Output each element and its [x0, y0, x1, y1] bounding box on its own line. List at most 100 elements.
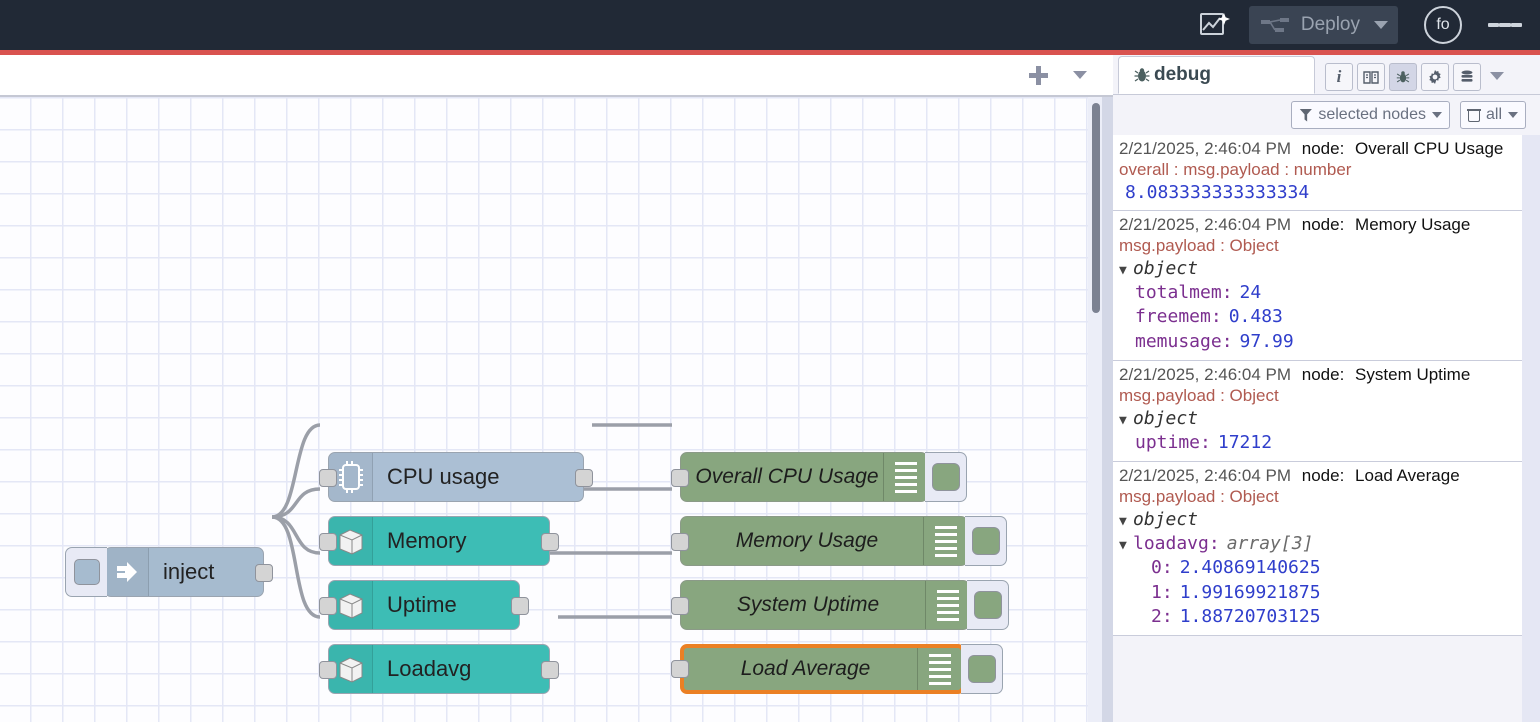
menu-bar [1499, 23, 1510, 27]
node-label: Overall CPU Usage [681, 465, 883, 489]
node-input-port[interactable] [671, 597, 689, 615]
debug-enable-toggle[interactable] [925, 452, 967, 502]
sidebar-tab-buttons: i [1325, 63, 1509, 94]
node-input-port[interactable] [319, 597, 337, 615]
debug-enable-toggle[interactable] [965, 516, 1007, 566]
debug-clear-label: all [1486, 106, 1502, 124]
inject-trigger-button[interactable] [65, 547, 107, 597]
node-label: Loadavg [387, 656, 471, 682]
debug-entry-overall-cpu[interactable]: 2/21/2025, 2:46:04 PM node: Overall CPU … [1113, 135, 1522, 211]
deploy-button[interactable]: Deploy [1249, 6, 1398, 44]
debug-clear-button[interactable]: all [1460, 101, 1526, 129]
debug-entry-load-average[interactable]: 2/21/2025, 2:46:04 PM node: Load Average… [1113, 462, 1522, 636]
entry-topic: overall : msg.payload : number [1119, 159, 1516, 180]
node-input-port[interactable] [671, 660, 689, 678]
object-root-row[interactable]: ▼ object [1119, 257, 1516, 281]
expand-toggle-icon[interactable]: ▼ [1119, 537, 1133, 555]
node-output-port[interactable] [541, 533, 559, 551]
node-cpu-usage[interactable]: CPU usage [328, 452, 584, 502]
panel-divider[interactable] [1102, 97, 1113, 722]
entry-timestamp: 2/21/2025, 2:46:04 PM [1119, 365, 1291, 384]
info-icon[interactable]: i [1325, 63, 1353, 91]
object-label: object [1133, 257, 1198, 281]
object-root-row[interactable]: ▼ object [1119, 407, 1516, 431]
object-label: object [1133, 508, 1198, 532]
property-value: 17212 [1218, 431, 1272, 455]
node-input-port[interactable] [319, 533, 337, 551]
expand-toggle-icon[interactable]: ▼ [1119, 412, 1133, 430]
debug-toggle-square [972, 527, 1000, 555]
entry-node-name: Memory Usage [1355, 215, 1470, 234]
node-debug-system-uptime[interactable]: System Uptime [680, 580, 970, 630]
item-index: 1 [1151, 581, 1162, 605]
node-loadavg[interactable]: Loadavg [328, 644, 550, 694]
node-output-port[interactable] [511, 597, 529, 615]
expand-toggle-icon[interactable]: ▼ [1119, 262, 1133, 280]
node-output-port[interactable] [575, 469, 593, 487]
array-item: 2: 1.88720703125 [1119, 605, 1516, 629]
entry-header: 2/21/2025, 2:46:04 PM node: System Uptim… [1119, 365, 1516, 385]
node-output-port[interactable] [541, 661, 559, 679]
node-input-port[interactable] [319, 469, 337, 487]
item-value: 2.40869140625 [1180, 556, 1321, 580]
menu-bar [1511, 23, 1522, 27]
entry-node-prefix: node: [1302, 215, 1345, 234]
debug-toggle-square [968, 655, 996, 683]
node-input-port[interactable] [671, 533, 689, 551]
node-memory[interactable]: Memory [328, 516, 550, 566]
avatar[interactable]: fo [1424, 6, 1462, 44]
property-key: freemem [1135, 305, 1211, 329]
ai-sparkle-icon[interactable] [1193, 8, 1237, 42]
debug-entry-memory-usage[interactable]: 2/21/2025, 2:46:04 PM node: Memory Usage… [1113, 211, 1522, 361]
entry-node-name: Overall CPU Usage [1355, 139, 1503, 158]
object-root-row[interactable]: ▼ object [1119, 508, 1516, 532]
hamburger-menu-icon[interactable] [1488, 19, 1522, 31]
scrollbar-thumb[interactable] [1092, 103, 1100, 313]
property-key: totalmem [1135, 281, 1222, 305]
chevron-down-icon[interactable] [1374, 21, 1388, 29]
item-index: 2 [1151, 605, 1162, 629]
menu-bar [1488, 23, 1499, 27]
node-debug-overall-cpu-usage[interactable]: Overall CPU Usage [680, 452, 928, 502]
tab-debug[interactable]: debug [1118, 56, 1315, 94]
debug-message-list[interactable]: 2/21/2025, 2:46:04 PM node: Overall CPU … [1113, 135, 1540, 722]
node-input-port[interactable] [671, 469, 689, 487]
flow-menu-button[interactable] [1063, 60, 1097, 90]
database-icon[interactable] [1453, 63, 1481, 91]
property-value: 24 [1240, 281, 1262, 305]
debug-enable-toggle[interactable] [961, 644, 1003, 694]
canvas-vertical-scrollbar[interactable] [1088, 97, 1102, 722]
entry-header: 2/21/2025, 2:46:04 PM node: Memory Usage [1119, 215, 1516, 235]
bug-icon[interactable] [1389, 63, 1417, 91]
node-debug-memory-usage[interactable]: Memory Usage [680, 516, 968, 566]
debug-list-scrollbar[interactable] [1522, 135, 1540, 722]
book-icon[interactable] [1357, 63, 1385, 91]
node-inject[interactable]: inject [104, 547, 264, 597]
debug-filter-button[interactable]: selected nodes [1291, 101, 1450, 129]
flow-canvas[interactable]: inject CPU usage [0, 97, 1113, 722]
node-debug-load-average[interactable]: Load Average [680, 644, 965, 694]
node-input-port[interactable] [319, 661, 337, 679]
add-flow-button[interactable] [1021, 60, 1055, 90]
expand-toggle-icon[interactable]: ▼ [1119, 513, 1133, 531]
debug-entry-system-uptime[interactable]: 2/21/2025, 2:46:04 PM node: System Uptim… [1113, 361, 1522, 462]
node-label: Memory Usage [681, 529, 923, 553]
array-root-row[interactable]: ▼ loadavg: array[3] [1119, 532, 1516, 556]
debug-toolbar: selected nodes all [1113, 96, 1540, 134]
entry-topic: msg.payload : Object [1119, 486, 1516, 507]
gear-icon[interactable] [1421, 63, 1449, 91]
node-uptime[interactable]: Uptime [328, 580, 520, 630]
debug-lines-icon [925, 581, 969, 629]
entry-node-name: Load Average [1355, 466, 1460, 485]
node-output-port[interactable] [255, 564, 273, 582]
debug-sidebar: debug i [1113, 55, 1540, 722]
chevron-down-icon [1508, 112, 1518, 118]
entry-node-prefix: node: [1302, 139, 1345, 158]
flow-tab-bar [0, 55, 1113, 97]
chevron-down-icon [1432, 112, 1442, 118]
sidebar-more-tabs-button[interactable] [1485, 72, 1509, 83]
array-item: 1: 1.99169921875 [1119, 581, 1516, 605]
entry-value: 8.083333333333334 [1119, 181, 1516, 204]
debug-toggle-square [974, 591, 1002, 619]
debug-enable-toggle[interactable] [967, 580, 1009, 630]
